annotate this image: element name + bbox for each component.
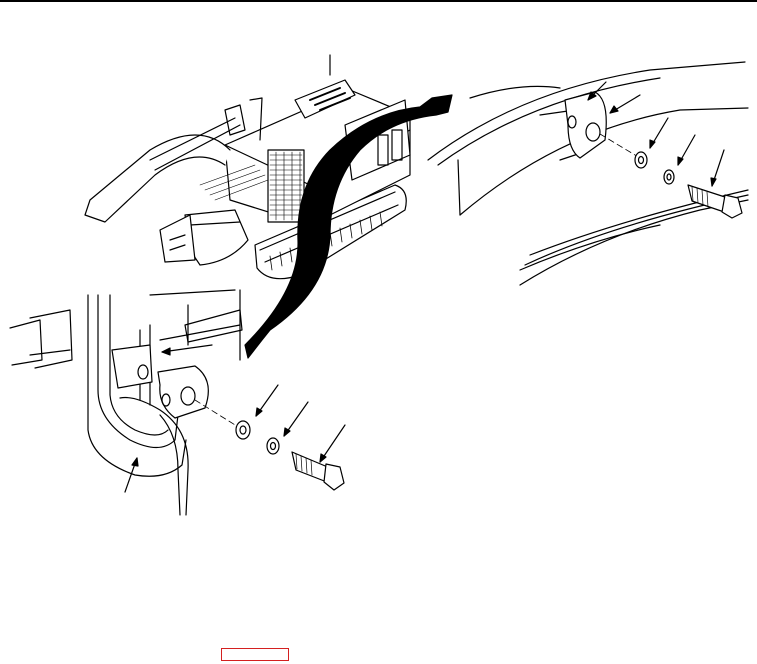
leader-arrow: [124, 344, 346, 493]
washer-icon: [634, 151, 648, 169]
capscrew-icon: [291, 451, 345, 491]
handrail-bracket-lower: [111, 344, 153, 389]
capscrew-icon: [687, 184, 743, 219]
lock-washer-icon: [663, 169, 675, 185]
back-link-button[interactable]: [221, 648, 289, 661]
detail-view-upper: [427, 61, 749, 286]
handrail-tube: [119, 396, 189, 516]
washer-icon: [235, 420, 251, 440]
curved-callout-arrow: [244, 94, 453, 359]
detail-view-lower: [9, 289, 346, 516]
lock-washer-icon: [266, 437, 280, 455]
leader-arrow: [587, 81, 725, 187]
handrail-bracket-upper: [564, 91, 607, 159]
top-rule: [0, 0, 757, 2]
excavator-illustration: [84, 54, 411, 280]
